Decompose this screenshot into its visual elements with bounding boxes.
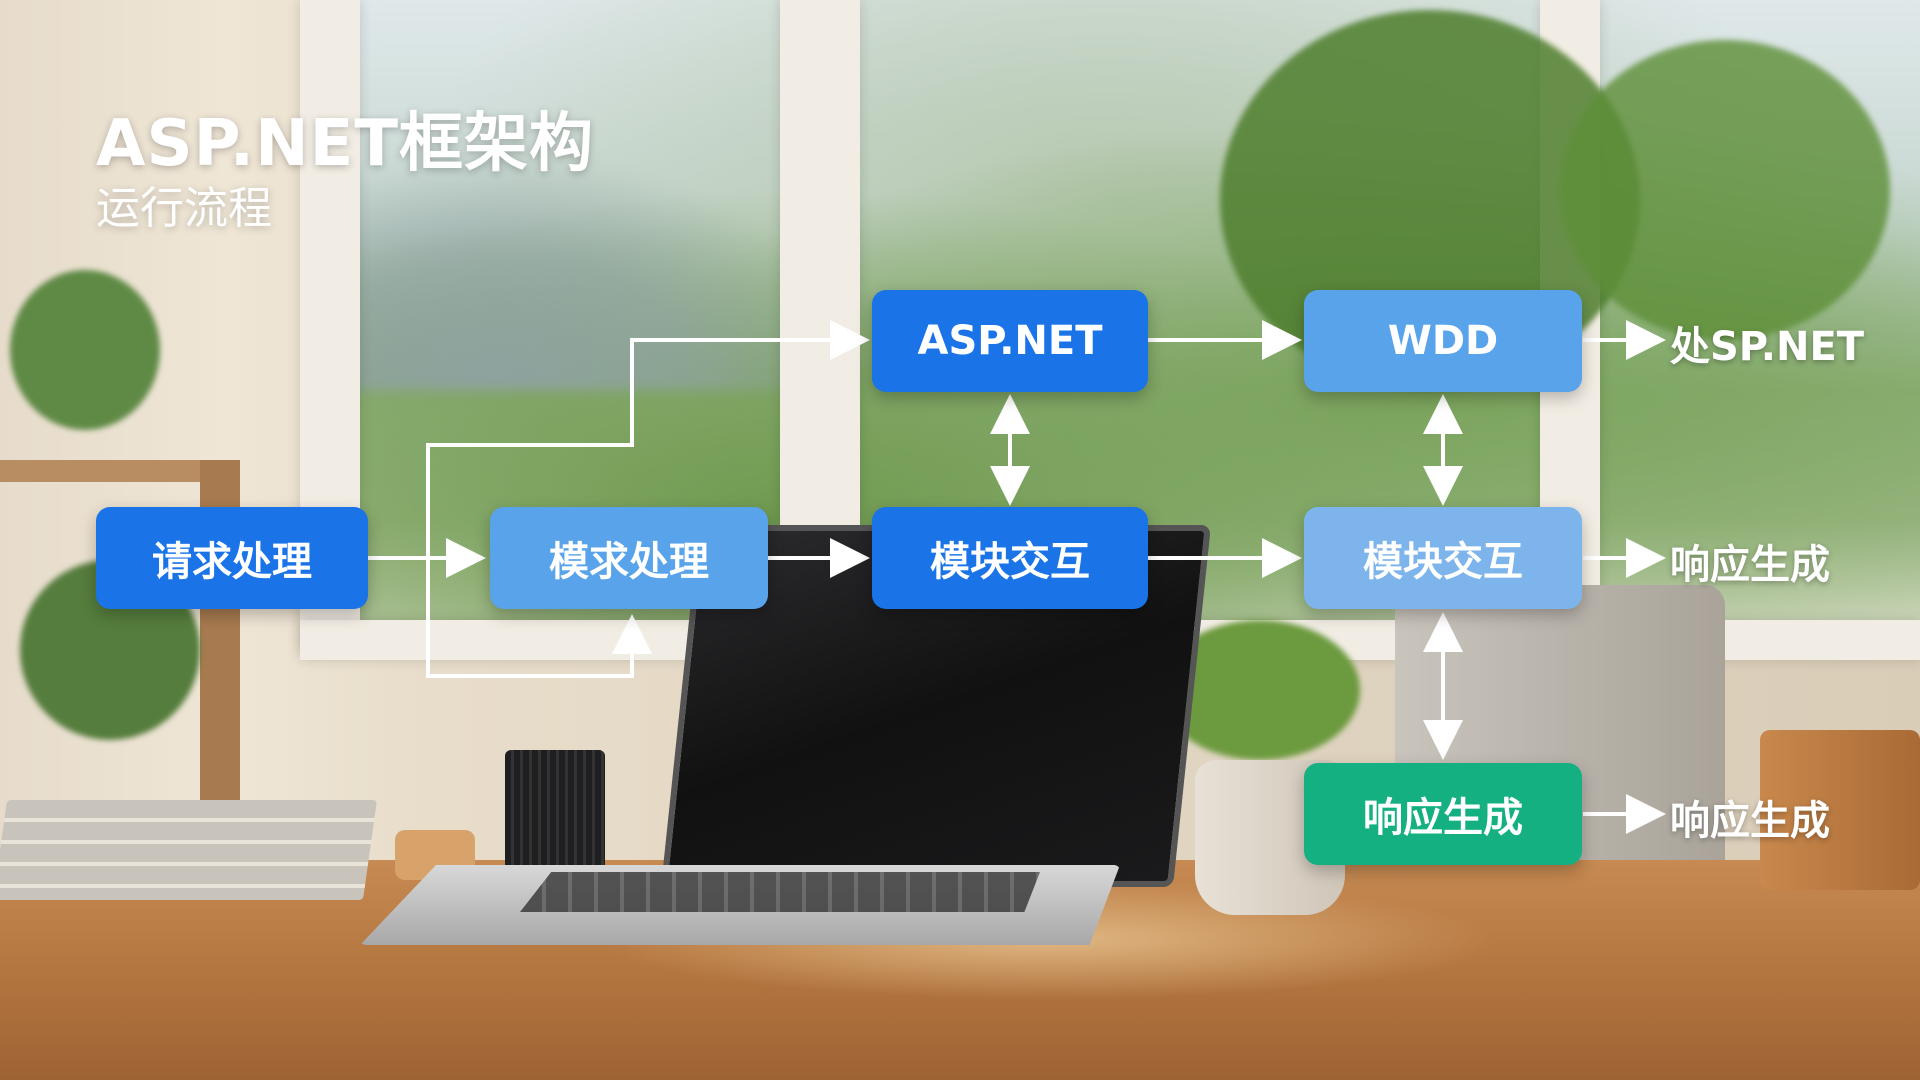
node-model-request-processing: 模求处理 [490, 507, 768, 609]
diagram-subtitle: 运行流程 [96, 183, 272, 234]
output-label-1: 处SP.NET [1670, 324, 1865, 370]
shelf [0, 460, 240, 482]
arrow-branch-loop-to-model [426, 558, 652, 678]
laptop-keyboard [520, 872, 1040, 912]
pencil-cup-right [1760, 730, 1920, 890]
plant-left-top [10, 270, 160, 430]
pencil-cup [505, 750, 605, 870]
node-module-interaction-1: 模块交互 [872, 507, 1148, 609]
node-asp-net: ASP.NET [872, 290, 1148, 392]
mountain [340, 150, 860, 390]
node-request-processing: 请求处理 [96, 507, 368, 609]
output-label-3: 响应生成 [1670, 798, 1830, 844]
node-module-interaction-2: 模块交互 [1304, 507, 1582, 609]
diagram-title: ASP.NET框架构 [96, 107, 595, 181]
node-response-generation: 响应生成 [1304, 763, 1582, 865]
output-label-2: 响应生成 [1670, 542, 1830, 588]
arrow-branch-to-aspnet [426, 320, 870, 558]
plant-canopy-right [1560, 40, 1890, 340]
node-wdd: WDD [1304, 290, 1582, 392]
